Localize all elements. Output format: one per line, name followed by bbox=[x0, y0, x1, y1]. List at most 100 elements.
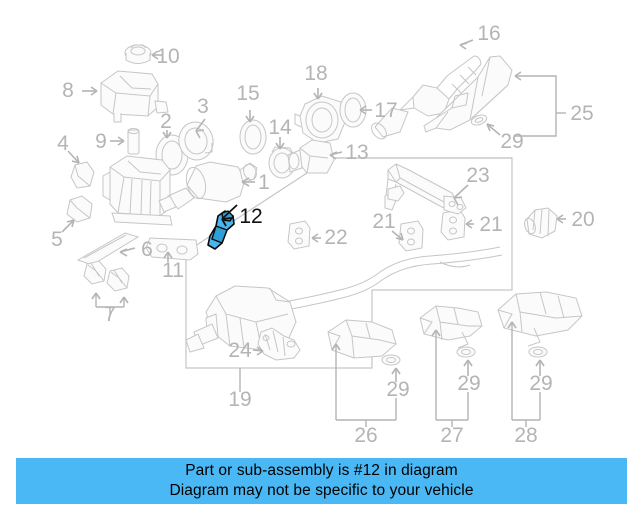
callout-6: 6 bbox=[141, 238, 153, 261]
leader-9 bbox=[110, 136, 125, 146]
part-16-shape bbox=[371, 55, 482, 140]
leader-29-28 bbox=[535, 359, 545, 376]
leader-24 bbox=[252, 346, 264, 356]
part-29-top-shape bbox=[470, 114, 488, 126]
part-12-shape-highlighted bbox=[207, 210, 235, 250]
part-6-shape bbox=[76, 232, 140, 266]
banner-line-1: Part or sub-assembly is #12 in diagram bbox=[185, 462, 458, 479]
leader-8 bbox=[82, 86, 98, 96]
leader-26 bbox=[331, 343, 397, 427]
callout-8: 8 bbox=[62, 79, 74, 102]
leader-28 bbox=[507, 321, 541, 427]
callout-18: 18 bbox=[304, 62, 327, 85]
leader-7 bbox=[91, 292, 129, 314]
leader-3 bbox=[195, 118, 206, 139]
leader-2 bbox=[162, 130, 172, 139]
manifold-block-shape bbox=[102, 155, 173, 226]
callout-4: 4 bbox=[57, 132, 69, 155]
callout-15: 15 bbox=[236, 82, 259, 105]
leader-12 bbox=[221, 204, 238, 227]
part-29-27-shape bbox=[456, 346, 476, 358]
callout-13: 13 bbox=[345, 141, 368, 164]
part-20-shape bbox=[524, 207, 558, 239]
leader-6 bbox=[119, 247, 136, 257]
part-25-shape bbox=[423, 55, 513, 133]
callout-5: 5 bbox=[51, 228, 63, 251]
leader-22 bbox=[311, 233, 321, 243]
info-banner: Part or sub-assembly is #12 in diagram D… bbox=[16, 458, 627, 504]
callout-24: 24 bbox=[228, 339, 252, 362]
leader-23 bbox=[453, 184, 469, 206]
part-10-shape bbox=[124, 44, 152, 64]
callout-1: 1 bbox=[258, 171, 270, 194]
callout-3: 3 bbox=[197, 95, 209, 118]
callout-21-right: 21 bbox=[479, 213, 502, 236]
leader-17 bbox=[359, 105, 372, 115]
leader-21-left bbox=[391, 230, 404, 241]
part-23-shape bbox=[384, 163, 467, 215]
callout-28: 28 bbox=[514, 424, 537, 447]
callout-9: 9 bbox=[95, 130, 107, 153]
part-22-shape bbox=[287, 220, 311, 250]
callout-16: 16 bbox=[477, 22, 500, 45]
part-7-shape bbox=[83, 260, 130, 292]
callout-14: 14 bbox=[268, 116, 292, 139]
callout-7: 7 bbox=[104, 303, 116, 326]
callout-10: 10 bbox=[156, 45, 179, 68]
leader-21-right bbox=[465, 219, 474, 229]
banner-line-2: Diagram may not be specific to your vehi… bbox=[169, 482, 474, 499]
callout-26: 26 bbox=[354, 424, 377, 447]
leader-27 bbox=[431, 329, 469, 427]
leader-1 bbox=[241, 177, 255, 187]
leader-29-27 bbox=[463, 359, 473, 376]
part-1-shape bbox=[158, 161, 258, 213]
part-18-shape bbox=[294, 95, 346, 144]
part-15-shape bbox=[239, 119, 267, 155]
part-28-shape bbox=[497, 291, 583, 347]
callout-29-26: 29 bbox=[386, 378, 409, 401]
part-29-28-shape bbox=[528, 346, 548, 358]
leader-18 bbox=[313, 88, 323, 100]
callout-25: 25 bbox=[570, 102, 593, 125]
callout-23: 23 bbox=[466, 164, 489, 187]
callout-11: 11 bbox=[162, 259, 184, 282]
part-9-shape bbox=[127, 128, 140, 155]
part-27-shape bbox=[419, 305, 483, 349]
part-5-shape bbox=[66, 195, 93, 223]
leader-16 bbox=[459, 39, 474, 50]
leader-5 bbox=[61, 219, 75, 233]
leader-15 bbox=[245, 110, 255, 123]
callout-labels: 10 8 3 15 18 17 16 25 29 9 2 14 13 4 1 2… bbox=[51, 22, 595, 447]
callout-27: 27 bbox=[440, 424, 463, 447]
exhaust-pipe-shape bbox=[237, 246, 503, 319]
leader-10 bbox=[151, 50, 162, 60]
callout-29-28: 29 bbox=[529, 372, 552, 395]
leader-25 bbox=[514, 71, 566, 137]
leader-14 bbox=[275, 137, 285, 150]
part-21-left-shape bbox=[398, 220, 424, 252]
callout-19: 19 bbox=[228, 388, 251, 411]
part-11-shape bbox=[145, 237, 199, 261]
part-29-26-shape bbox=[381, 354, 401, 366]
leader-4 bbox=[67, 150, 80, 164]
callout-12-highlighted: 12 bbox=[239, 205, 262, 228]
leader-20 bbox=[556, 214, 566, 224]
leader-29-top bbox=[486, 123, 501, 136]
callout-17: 17 bbox=[374, 99, 397, 122]
part-4-shape bbox=[70, 161, 95, 189]
callout-29-27: 29 bbox=[457, 372, 480, 395]
callout-2: 2 bbox=[160, 110, 172, 133]
part-26-shape bbox=[327, 319, 397, 359]
part-3-shape bbox=[178, 121, 214, 161]
callout-21-left: 21 bbox=[372, 210, 395, 233]
callout-29-top: 29 bbox=[500, 130, 523, 153]
part-21-right-shape bbox=[440, 209, 466, 241]
callout-20: 20 bbox=[571, 208, 594, 231]
leader-29-26 bbox=[391, 367, 401, 382]
part-24-shape bbox=[257, 327, 301, 361]
callout-22: 22 bbox=[324, 226, 347, 249]
leader-13 bbox=[329, 151, 343, 160]
part-8-shape bbox=[100, 70, 169, 123]
leader-11 bbox=[163, 251, 173, 262]
